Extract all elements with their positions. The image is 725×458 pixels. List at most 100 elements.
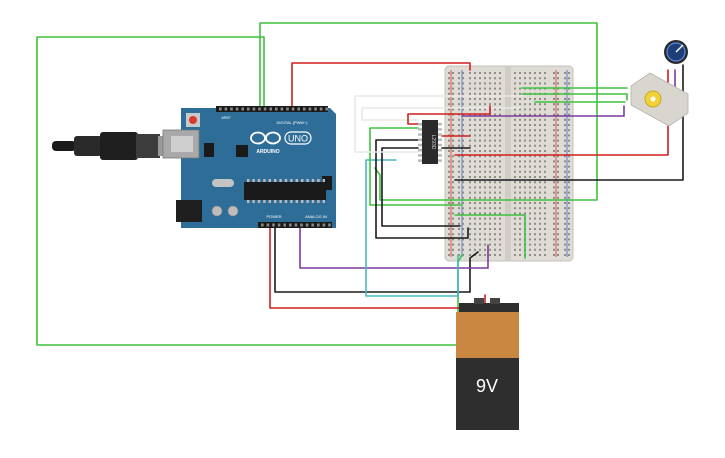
wire-red-chip[interactable] — [407, 105, 491, 125]
battery-label: 9V — [476, 376, 498, 396]
chip-pin — [438, 123, 442, 126]
breadboard-hole — [484, 248, 486, 251]
breadboard-hole — [529, 248, 531, 251]
breadboard-hole — [474, 248, 476, 251]
breadboard-hole — [494, 202, 496, 204]
breadboard-hole — [539, 202, 541, 204]
breadboard-hole — [564, 72, 566, 74]
header-pin — [319, 107, 323, 111]
breadboard-hole — [494, 139, 496, 142]
breadboard-hole — [524, 212, 526, 215]
wire-black-chip[interactable] — [375, 139, 469, 239]
breadboard-hole — [564, 144, 566, 147]
breadboard-hole — [452, 118, 454, 121]
wire-white-2[interactable] — [361, 107, 521, 121]
chip-pin — [418, 138, 422, 141]
breadboard-hole — [534, 77, 536, 80]
wire-green-chip[interactable] — [369, 127, 463, 206]
breadboard-hole — [494, 92, 496, 95]
breadboard-hole — [557, 160, 559, 163]
dc-motor-icon[interactable] — [630, 72, 689, 127]
breadboard-hole — [564, 243, 566, 246]
battery-9v[interactable]: 9V — [456, 298, 519, 430]
breadboard-hole — [448, 98, 450, 100]
breadboard-hole — [474, 186, 476, 189]
breadboard-hole — [519, 92, 521, 95]
breadboard-hole — [452, 87, 454, 90]
wire-red-bottom[interactable] — [269, 227, 486, 309]
wire-green-top[interactable] — [259, 22, 598, 201]
wire-green-motor-2[interactable] — [521, 93, 628, 101]
breadboard-hole — [452, 254, 454, 256]
header-pin — [277, 223, 281, 227]
chip-pin — [247, 200, 250, 203]
breadboard-hole — [564, 103, 566, 106]
usb-cable-icon[interactable] — [52, 132, 168, 160]
chip-pin — [279, 179, 282, 182]
breadboard-hole — [474, 191, 476, 194]
breadboard-hole — [568, 139, 570, 142]
wire-red-top[interactable] — [291, 62, 471, 111]
breadboard-hole — [452, 170, 454, 173]
breadboard-hole — [462, 118, 464, 121]
breadboard-hole — [484, 77, 486, 80]
breadboard-hole — [544, 207, 546, 210]
wire-black-chip-2[interactable] — [381, 147, 461, 227]
breadboard-hole — [489, 228, 491, 230]
breadboard-hole — [469, 217, 471, 220]
wire-purple-analog[interactable] — [299, 227, 489, 269]
breadboard-hole — [553, 238, 555, 241]
wire-white-top[interactable] — [354, 95, 526, 153]
header-pin — [258, 107, 261, 111]
potentiometer-icon[interactable] — [664, 40, 688, 64]
breadboard-hole — [484, 186, 486, 189]
breadboard-hole — [539, 238, 541, 241]
breadboard-hole — [462, 108, 464, 111]
breadboard-hole — [564, 207, 566, 210]
chip-pin — [317, 200, 320, 203]
breadboard-hole — [499, 243, 501, 246]
breadboard-hole — [514, 72, 516, 74]
header-pin — [219, 107, 222, 111]
breadboard-hole — [568, 186, 570, 189]
breadboard-hole — [458, 118, 460, 121]
breadboard-hole — [564, 212, 566, 215]
breadboard-hole — [448, 124, 450, 126]
breadboard-hole — [564, 134, 566, 137]
breadboard-hole — [564, 129, 566, 132]
breadboard-hole — [529, 170, 531, 173]
atmega-pins — [247, 179, 325, 203]
breadboard-hole — [469, 212, 471, 215]
breadboard-hole — [452, 181, 454, 184]
breadboard-hole — [494, 82, 496, 85]
breadboard-hole — [469, 124, 471, 126]
breadboard-hole — [553, 129, 555, 132]
breadboard-hole — [564, 238, 566, 241]
breadboard-hole — [553, 254, 555, 256]
breadboard-hole — [568, 248, 570, 251]
breadboard-hole — [458, 129, 460, 132]
breadboard-hole — [452, 155, 454, 158]
breadboard-hole — [519, 144, 521, 147]
breadboard-hole — [489, 82, 491, 85]
l293d-chip[interactable]: L293D — [418, 120, 442, 164]
wire-purple-motor[interactable] — [461, 105, 625, 117]
breadboard-hole — [499, 238, 501, 241]
breadboard-hole — [448, 254, 450, 256]
breadboard-hole — [452, 191, 454, 194]
arduino-uno-board[interactable]: ARDUINO UNO DIGITAL (PWM~) POWER ANALOG … — [162, 106, 336, 228]
chip-pin — [252, 200, 255, 203]
breadboard-hole — [553, 191, 555, 194]
breadboard-hole — [524, 155, 526, 158]
breadboard-hole — [489, 186, 491, 189]
breadboard-hole — [462, 243, 464, 246]
wire-green-board[interactable] — [454, 214, 526, 259]
wire-black-bottom[interactable] — [274, 227, 479, 293]
breadboard-hole — [519, 118, 521, 121]
breadboard-hole — [534, 155, 536, 158]
breadboard-hole — [448, 176, 450, 178]
breadboard-hole — [539, 217, 541, 220]
breadboard-hole — [539, 228, 541, 230]
breadboard-hole — [479, 186, 481, 189]
